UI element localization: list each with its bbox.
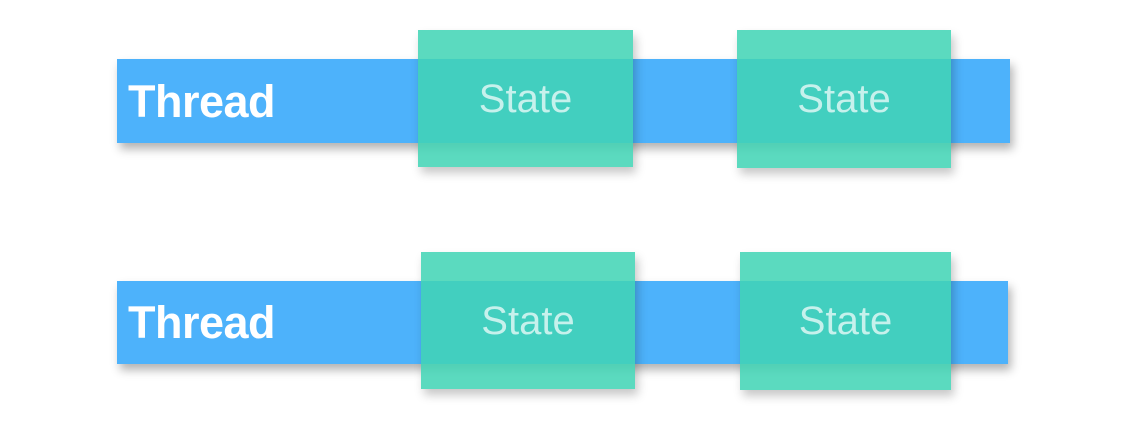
- thread-label-2: Thread: [128, 297, 276, 348]
- state-box-2-1[interactable]: State: [421, 252, 635, 389]
- state-box-2-2[interactable]: State: [740, 252, 951, 390]
- state-label-1-1: State: [478, 76, 573, 121]
- state-box-1-2[interactable]: State: [737, 30, 951, 168]
- state-label-2-2: State: [798, 299, 893, 343]
- state-box-1-1[interactable]: State: [418, 30, 633, 167]
- thread-label-1: Thread: [128, 75, 276, 127]
- state-label-1-2: State: [797, 77, 891, 121]
- state-label-2-1: State: [481, 298, 575, 343]
